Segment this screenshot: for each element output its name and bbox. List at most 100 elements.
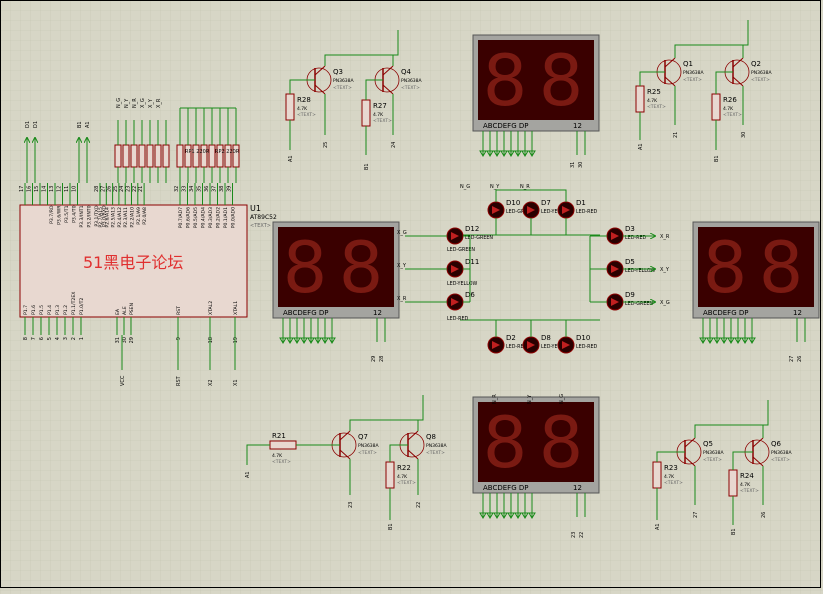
- pin-arrow: [500, 512, 508, 519]
- resistor-ref: R28: [297, 96, 311, 104]
- led-diode: [451, 232, 459, 240]
- mcu-pin-number: 18: [208, 337, 214, 343]
- rp-element: [122, 144, 130, 168]
- mcu-pin-number: 19: [233, 337, 239, 343]
- watermark-text: 51黑电子论坛: [83, 253, 183, 272]
- mcu-pin-label: P2.1/A9: [136, 207, 142, 225]
- display-digit: 8: [339, 227, 384, 309]
- led-bus: [495, 189, 567, 202]
- net-label: X2: [208, 379, 214, 386]
- resistor-pack-label: RP2 220R: [215, 149, 240, 155]
- display-pin-label: ABCDEFG DP: [483, 122, 528, 130]
- display-face-top: [478, 40, 594, 120]
- transistor-emitter: [314, 84, 326, 95]
- mcu-pin-number: 26: [107, 186, 113, 192]
- display-digit: 8: [539, 40, 584, 122]
- resistor-body: [728, 469, 738, 497]
- resistor-text: <TEXT>: [664, 480, 683, 486]
- net-label: B1: [388, 523, 394, 530]
- net-label: 27: [693, 512, 699, 518]
- led-type: LED-YELLOW: [541, 344, 571, 350]
- rp-element: [176, 144, 184, 168]
- transistor-part: PN3638A: [401, 78, 423, 84]
- pin-arrow: [727, 337, 735, 344]
- display-digit: 8: [483, 40, 528, 122]
- net-label: 30: [741, 132, 747, 138]
- mcu-pin-label: P1.1/T2EX: [71, 292, 77, 315]
- led-type: LED-GREEN: [447, 247, 475, 253]
- led-ref: D10: [506, 199, 520, 207]
- led-ref: D3: [625, 225, 635, 233]
- net-label: B1: [731, 528, 737, 535]
- resistor-value: 4.7K: [664, 474, 675, 480]
- transistor-text: <TEXT>: [333, 85, 352, 91]
- pin-arrow: [293, 337, 301, 344]
- mcu-pin-number: 24: [119, 186, 125, 192]
- display-digit: 8: [759, 227, 804, 309]
- mcu-pin-label: XTAL1: [233, 301, 239, 315]
- pin-arrow: [500, 150, 508, 157]
- net-label: N_G: [559, 394, 565, 404]
- mcu-pin-number: 28: [94, 186, 100, 192]
- net-label: N_R: [492, 394, 498, 404]
- net-label: 27: [789, 356, 795, 362]
- display-digit: 8: [539, 402, 584, 484]
- transistor-emitter: [407, 449, 419, 460]
- net-label: X_Y: [148, 98, 154, 108]
- resistor-ref: R21: [272, 432, 286, 440]
- mcu-pin-number: 37: [212, 186, 218, 192]
- resistor-value: 4.7K: [740, 482, 751, 488]
- mcu-pin-number: 35: [197, 186, 203, 192]
- mcu-pin-number: 14: [42, 186, 48, 192]
- mcu-pin-label: P3.0/RXD: [102, 205, 108, 227]
- transistor-part: PN3638A: [358, 443, 380, 449]
- mcu-pin-number: 16: [27, 186, 33, 192]
- net-label: X_Y: [397, 263, 407, 269]
- mcu-pin-label: XTAL2: [208, 301, 214, 315]
- base-wire: [365, 79, 383, 100]
- net-label: 22: [579, 532, 585, 538]
- resistor-text: <TEXT>: [397, 480, 416, 486]
- mcu-pin-number: 29: [129, 337, 135, 343]
- pin-arrow: [279, 337, 287, 344]
- base-wire: [289, 79, 315, 94]
- net-label: N_Y: [527, 394, 533, 404]
- led-diode: [527, 206, 535, 214]
- resistor-text: <TEXT>: [297, 112, 316, 118]
- transistor-ref: Q4: [401, 68, 412, 76]
- net-label: D1: [25, 121, 31, 128]
- net-label: X_Y: [660, 267, 670, 273]
- led-type: LED-RED: [625, 235, 646, 241]
- net-label: N_G: [460, 184, 470, 190]
- transistor-collector: [339, 430, 351, 441]
- led-diode: [492, 206, 500, 214]
- vcc-wire: [324, 30, 399, 66]
- led-ref: D12: [465, 225, 479, 233]
- mcu-pin-label: P2.2/A10: [130, 207, 136, 228]
- transistor-collector: [752, 437, 764, 448]
- net-label: 31: [570, 162, 576, 168]
- mcu-pin-label: P3.6/WR: [57, 205, 63, 225]
- net-label: 23: [571, 532, 577, 538]
- pin-arrow: [514, 150, 522, 157]
- vcc-wire: [674, 20, 749, 58]
- net-label: 29: [371, 356, 377, 362]
- display-face-right: [698, 227, 814, 307]
- transistor-text: <TEXT>: [401, 85, 420, 91]
- display-digit: 8: [483, 402, 528, 484]
- pin-arrow: [493, 512, 501, 519]
- mcu-part: AT89C52: [250, 214, 277, 221]
- net-label: N_R: [520, 184, 530, 190]
- base-wire: [656, 451, 685, 462]
- transistor-part: PN3638A: [751, 70, 773, 76]
- resistor-body: [361, 99, 371, 127]
- mcu-pin-label: P1.7: [23, 305, 29, 315]
- net-label: B1: [714, 155, 720, 162]
- mcu-pin-label: P3.3/INT1: [79, 205, 85, 227]
- mcu-pin-label: P1.3: [55, 305, 61, 315]
- transistor-emitter: [382, 84, 394, 95]
- transistor-part: PN3638A: [333, 78, 355, 84]
- net-label: VCC: [120, 375, 126, 386]
- led-ref: D9: [625, 291, 635, 299]
- mcu-pin-label: P0.4/AD4: [201, 207, 207, 228]
